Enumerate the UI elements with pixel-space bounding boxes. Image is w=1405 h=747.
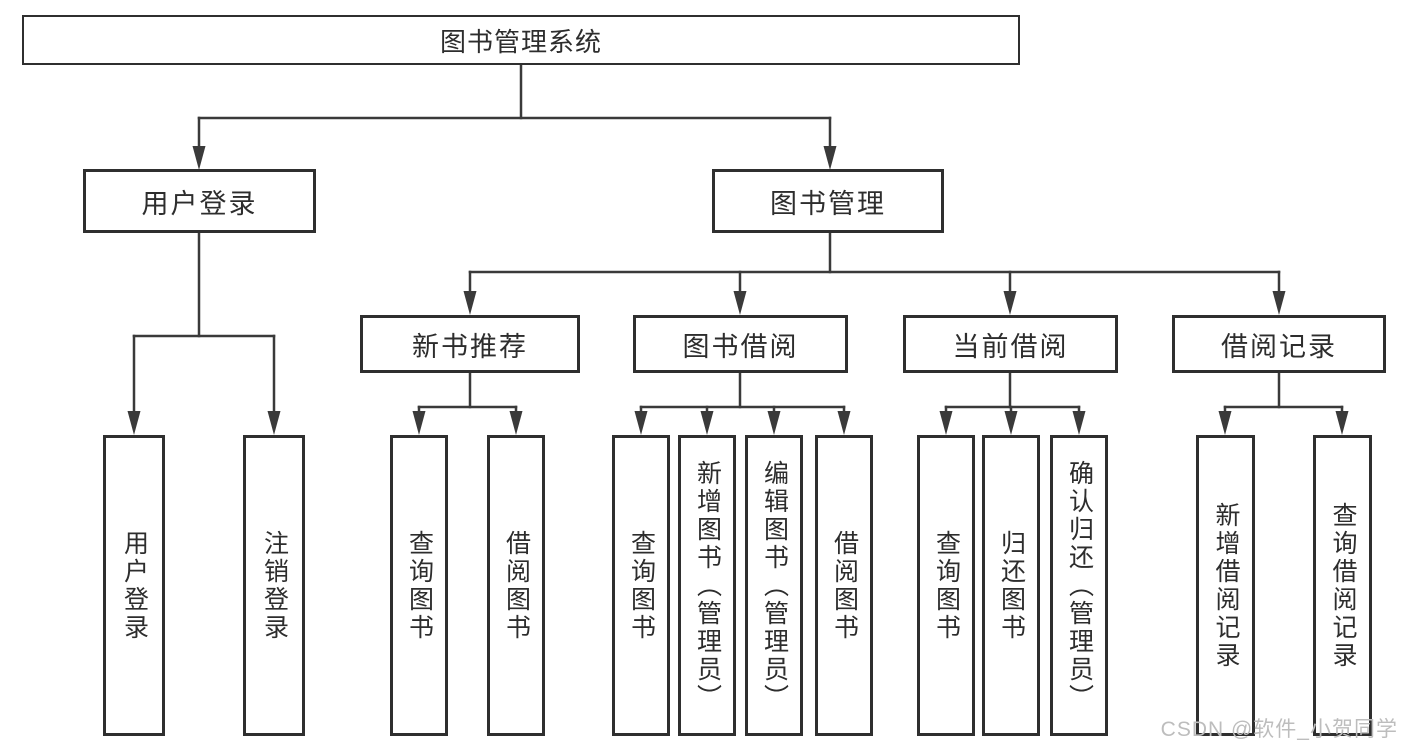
node-query-books-borrow: 查询图书 [612, 435, 670, 736]
node-query-borrow-record: 查询借阅记录 [1313, 435, 1372, 736]
arrow-down-icon [634, 411, 648, 435]
node-label: 查询图书 [932, 529, 961, 642]
node-label: 图书管理系统 [439, 26, 602, 57]
node-borrow-books-leaf: 借阅图书 [815, 435, 873, 736]
node-label: 用户登录 [120, 529, 149, 642]
node-borrow-books-recommend: 借阅图书 [487, 435, 545, 736]
arrow-down-icon [767, 411, 781, 435]
node-query-books-recommend: 查询图书 [390, 435, 448, 736]
node-book-borrowing: 图书借阅 [633, 315, 848, 373]
node-label: 当前借阅 [952, 331, 1069, 362]
node-label: 借阅图书 [502, 529, 531, 642]
node-book-management: 图书管理 [712, 169, 944, 233]
node-label: 图书管理 [770, 188, 886, 219]
node-label: 图书借阅 [682, 331, 799, 362]
arrow-down-icon [267, 411, 281, 435]
node-label: 归还图书 [997, 529, 1026, 642]
arrow-down-icon [837, 411, 851, 435]
arrow-down-icon [509, 411, 523, 435]
node-label: 查询图书 [627, 529, 656, 642]
node-add-borrow-record: 新增借阅记录 [1196, 435, 1255, 736]
arrow-down-icon [1272, 291, 1286, 315]
node-current-borrowing: 当前借阅 [903, 315, 1118, 373]
arrow-down-icon [1004, 411, 1018, 435]
node-label: 新书推荐 [412, 331, 528, 362]
node-logout: 注销登录 [243, 435, 305, 736]
node-borrowing-records: 借阅记录 [1172, 315, 1386, 373]
arrow-down-icon [733, 291, 747, 315]
node-label: 用户登录 [141, 188, 258, 219]
arrow-down-icon [939, 411, 953, 435]
arrow-down-icon [412, 411, 426, 435]
node-label: 编辑图书（管理员） [760, 459, 789, 712]
node-add-books-admin: 新增图书（管理员） [678, 435, 736, 736]
node-label: 注销登录 [260, 529, 289, 642]
arrow-down-icon [1218, 411, 1232, 435]
arrow-down-icon [1072, 411, 1086, 435]
arrow-down-icon [192, 146, 206, 170]
arrow-down-icon [1003, 291, 1017, 315]
node-edit-books-admin: 编辑图书（管理员） [745, 435, 803, 736]
node-label: 查询借阅记录 [1329, 501, 1357, 670]
arrow-down-icon [463, 291, 477, 315]
node-label: 新增图书（管理员） [693, 459, 722, 712]
node-label: 确认归还（管理员） [1065, 459, 1094, 712]
arrow-down-icon [823, 146, 837, 170]
node-label: 借阅图书 [830, 529, 859, 642]
node-library-system: 图书管理系统 [22, 15, 1020, 65]
node-return-books: 归还图书 [982, 435, 1040, 736]
arrow-down-icon [700, 411, 714, 435]
node-user-login: 用户登录 [83, 169, 316, 233]
watermark: CSDN @软件_小贺同学 [1160, 718, 1398, 741]
node-label: 新增借阅记录 [1212, 501, 1240, 670]
node-query-books-current: 查询图书 [917, 435, 975, 736]
node-label: 查询图书 [405, 529, 434, 642]
node-new-book-recommend: 新书推荐 [360, 315, 580, 373]
arrow-down-icon [127, 411, 141, 435]
node-user-login-leaf: 用户登录 [103, 435, 165, 736]
node-confirm-return-admin: 确认归还（管理员） [1050, 435, 1108, 736]
node-label: 借阅记录 [1221, 331, 1337, 362]
arrow-down-icon [1335, 411, 1349, 435]
